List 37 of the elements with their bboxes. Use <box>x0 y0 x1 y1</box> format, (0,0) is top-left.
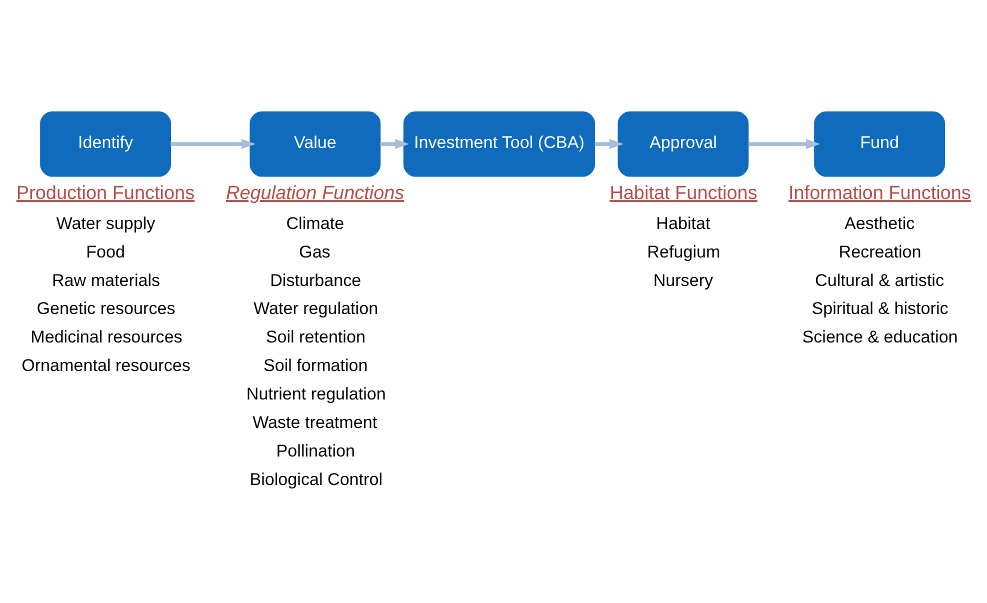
label: Habitat Functions <box>610 183 758 204</box>
label: Cultural & artistic <box>815 270 944 290</box>
label: Food <box>86 242 125 262</box>
label: Production Functions <box>16 183 195 204</box>
label: Soil retention <box>266 328 366 347</box>
label: Raw materials <box>52 270 160 290</box>
label: Aesthetic <box>844 214 915 233</box>
label: Spiritual & historic <box>812 299 948 318</box>
label: Climate <box>286 214 344 233</box>
label: Habitat <box>656 214 710 233</box>
label: Biological Control <box>250 470 383 489</box>
node-box: Identify <box>40 111 171 177</box>
label: Medicinal resources <box>30 328 182 347</box>
label: Soil formation <box>263 356 368 376</box>
label: Pollination <box>276 441 356 460</box>
label: Nursery <box>653 270 714 290</box>
arrow <box>594 139 624 150</box>
node-box: Approval <box>618 111 749 177</box>
label: Water supply <box>56 214 156 233</box>
label: Gas <box>299 242 330 262</box>
label: Waste treatment <box>252 413 378 432</box>
node-box: Fund <box>814 111 945 177</box>
label: Information Functions <box>788 183 971 204</box>
label: Refugium <box>647 242 720 262</box>
node-box: Investment Tool (CBA) <box>403 111 595 177</box>
label: Ornamental resources <box>22 356 190 376</box>
label: Recreation <box>838 242 922 262</box>
node-box: Value <box>250 111 381 177</box>
arrow <box>170 139 256 150</box>
label: Water regulation <box>254 299 378 318</box>
arrow <box>748 139 820 150</box>
label: Genetic resources <box>36 299 176 318</box>
label: Regulation Functions <box>226 183 404 204</box>
arrow <box>380 139 410 150</box>
label: Nutrient regulation <box>246 384 386 404</box>
label: Science & education <box>802 328 958 347</box>
label: Disturbance <box>270 270 362 290</box>
